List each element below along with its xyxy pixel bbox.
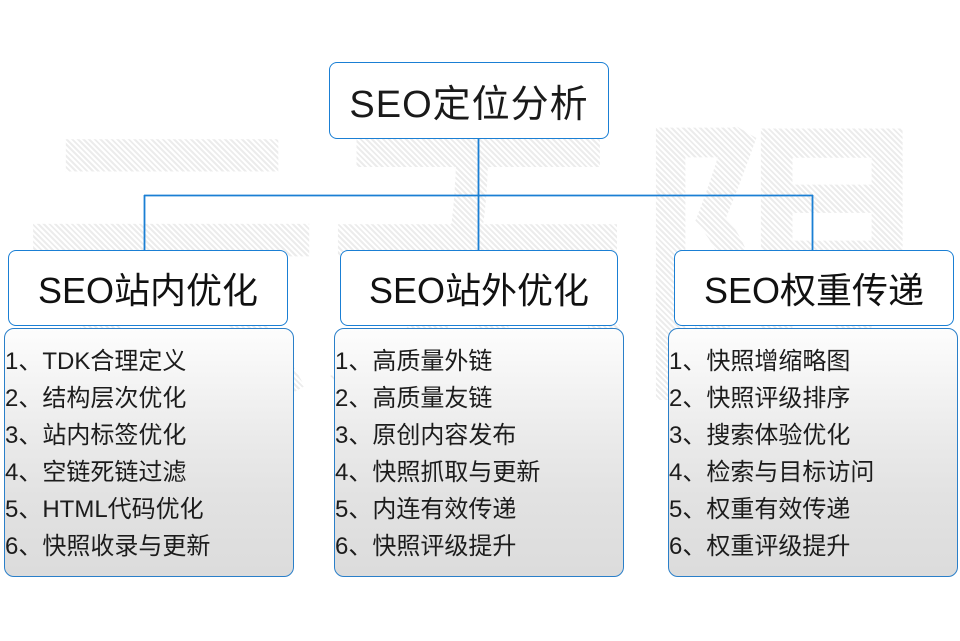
root-node-title: SEO定位分析	[349, 84, 589, 126]
list-item: 2、结构层次优化	[5, 385, 187, 412]
column-item-list: 1、TDK合理定义 2、结构层次优化 3、站内标签优化 4、空链死链过滤 5、H…	[5, 343, 293, 565]
column-header-label: SEO站外优化	[368, 270, 590, 311]
list-item: 1、TDK合理定义	[5, 348, 187, 375]
list-item: 3、搜索体验优化	[669, 422, 851, 449]
column-header-label: SEO权重传递	[703, 270, 925, 311]
list-item: 4、检索与目标访问	[669, 459, 875, 486]
column-item-list: 1、快照增缩略图 2、快照评级排序 3、搜索体验优化 4、检索与目标访问 5、权…	[669, 343, 957, 565]
column-item-list: 1、高质量外链 2、高质量友链 3、原创内容发布 4、快照抓取与更新 5、内连有…	[335, 343, 623, 565]
list-item: 6、快照评级提升	[335, 533, 517, 560]
list-item: 1、高质量外链	[335, 348, 493, 375]
column-header-seo-onsite-optimization[interactable]: SEO站内优化	[8, 250, 288, 326]
list-item: 5、HTML代码优化	[5, 496, 204, 523]
list-item: 5、内连有效传递	[335, 496, 517, 523]
list-item: 6、权重评级提升	[669, 533, 851, 560]
list-item: 4、快照抓取与更新	[335, 459, 541, 486]
column-body-seo-offsite-optimization: 1、高质量外链 2、高质量友链 3、原创内容发布 4、快照抓取与更新 5、内连有…	[334, 328, 624, 577]
column-body-seo-onsite-optimization: 1、TDK合理定义 2、结构层次优化 3、站内标签优化 4、空链死链过滤 5、H…	[4, 328, 294, 577]
list-item: 2、高质量友链	[335, 385, 493, 412]
column-header-seo-weight-transfer[interactable]: SEO权重传递	[674, 250, 954, 326]
list-item: 3、原创内容发布	[335, 422, 517, 449]
column-header-seo-offsite-optimization[interactable]: SEO站外优化	[340, 250, 618, 326]
list-item: 5、权重有效传递	[669, 496, 851, 523]
column-header-label: SEO站内优化	[37, 270, 259, 311]
column-body-seo-weight-transfer: 1、快照增缩略图 2、快照评级排序 3、搜索体验优化 4、检索与目标访问 5、权…	[668, 328, 958, 577]
root-node-seo-positioning-analysis[interactable]: SEO定位分析	[329, 62, 609, 139]
list-item: 6、快照收录与更新	[5, 533, 211, 560]
list-item: 3、站内标签优化	[5, 422, 187, 449]
list-item: 1、快照增缩略图	[669, 348, 851, 375]
list-item: 4、空链死链过滤	[5, 459, 187, 486]
list-item: 2、快照评级排序	[669, 385, 851, 412]
